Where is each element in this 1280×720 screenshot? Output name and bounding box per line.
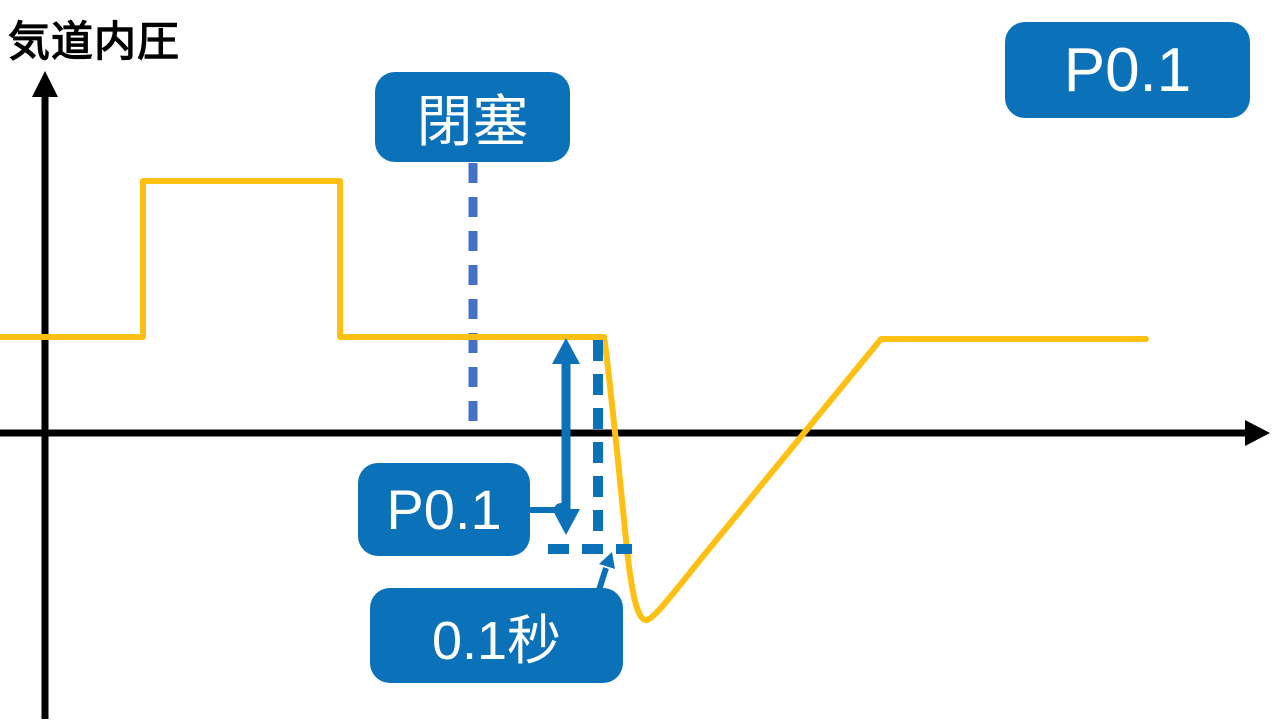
x-axis-arrowhead-icon [1245,420,1270,446]
duration-callout: 0.1秒 [370,588,623,683]
duration-callout-arrow-shaft [596,567,609,591]
duration-callout-label: 0.1秒 [431,611,562,671]
duration-callout-arrowhead-icon [599,552,615,569]
pressure-waveform [0,178,1149,623]
p01-connector-dot [554,503,568,517]
p01-callout: P0.1 [358,463,530,556]
occlusion-callout-label: 閉塞 [416,89,529,153]
p01-title-badge-label: P0.1 [1063,35,1192,105]
occlusion-callout: 閉塞 [375,72,570,162]
p01-measure-arrowhead-up-icon [552,338,580,364]
y-axis-arrowhead-icon [32,71,58,97]
y-axis-title: 気道内圧 [8,18,181,65]
p01-title-badge: P0.1 [1005,22,1250,118]
p01-callout-label: P0.1 [386,478,502,541]
